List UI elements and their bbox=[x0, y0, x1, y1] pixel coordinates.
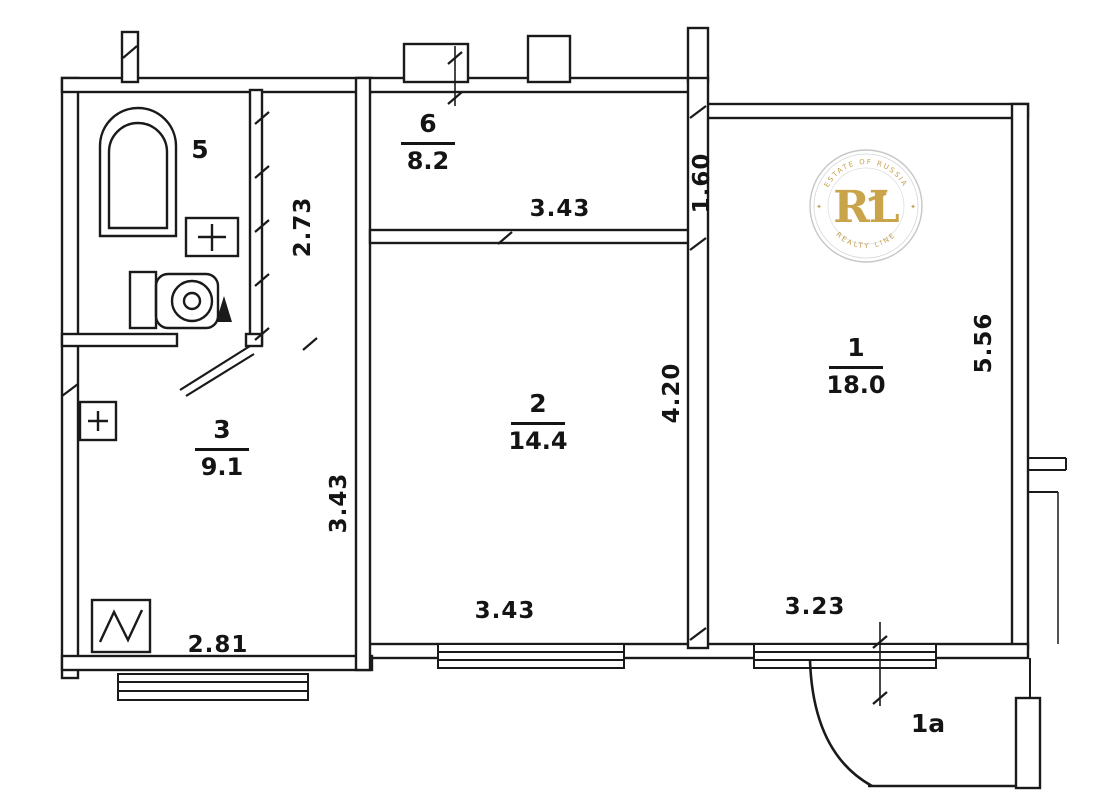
toilet-icon bbox=[128, 270, 232, 330]
room-area: 9.1 bbox=[200, 452, 244, 481]
stove-icon bbox=[90, 598, 152, 654]
balcony-outline bbox=[808, 658, 1042, 790]
logo-star-left-icon: ✦ bbox=[816, 203, 822, 211]
logo-star-right-icon: ✦ bbox=[910, 203, 916, 211]
fraction-bar bbox=[829, 365, 883, 369]
room-area: 14.4 bbox=[508, 426, 568, 455]
dim-room2-top: 3.43 bbox=[529, 196, 591, 222]
dim-room2-bottom: 3.43 bbox=[474, 598, 536, 624]
room-number: 2 bbox=[529, 389, 547, 418]
dimension-ticks bbox=[61, 45, 888, 706]
room-number: 6 bbox=[419, 109, 437, 138]
bathroom-sink-icon bbox=[184, 216, 240, 258]
fraction-bar bbox=[401, 141, 455, 145]
room-3-label: 3 9.1 bbox=[185, 416, 259, 481]
room-5-label: 5 bbox=[178, 136, 222, 164]
logo-text-ring bbox=[827, 167, 905, 245]
window-hatch-bands bbox=[117, 643, 937, 701]
dim-room1-bottom: 3.23 bbox=[784, 594, 846, 620]
dim-bath-wall: 2.73 bbox=[290, 196, 316, 258]
balcony-label: 1a bbox=[898, 710, 958, 738]
dim-room2-side: 4.20 bbox=[659, 362, 685, 424]
right-wall-stubs bbox=[1028, 457, 1067, 644]
watermark-logo: ESTATE OF RUSSIA REALTY LINE ✦ ✦ RL bbox=[806, 146, 926, 266]
bathtub-icon bbox=[98, 106, 178, 238]
hall-sink-icon bbox=[78, 400, 118, 442]
room-area: 8.2 bbox=[406, 146, 450, 175]
interior-walls bbox=[60, 76, 710, 672]
room-area: 18.0 bbox=[826, 370, 886, 399]
room-number: 3 bbox=[213, 415, 231, 444]
dim-inset: 1.60 bbox=[689, 152, 715, 214]
dim-room1-side: 5.56 bbox=[971, 312, 997, 374]
room-number: 5 bbox=[191, 135, 209, 164]
logo-l-crossbar bbox=[868, 191, 887, 202]
fraction-bar bbox=[511, 421, 565, 425]
bathroom-door-leaf bbox=[179, 345, 255, 397]
dim-hall-bottom: 2.81 bbox=[187, 632, 249, 658]
logo-badge: ESTATE OF RUSSIA REALTY LINE ✦ ✦ RL bbox=[809, 149, 923, 263]
fraction-bar bbox=[195, 447, 249, 451]
door-swing-marker bbox=[216, 296, 232, 322]
room-2-label: 2 14.4 bbox=[500, 390, 576, 455]
room-6-label: 6 8.2 bbox=[393, 110, 463, 175]
room-1-label: 1 18.0 bbox=[818, 334, 894, 399]
room-number: 1a bbox=[910, 709, 946, 738]
dim-hall-side: 3.43 bbox=[326, 472, 352, 534]
logo-outer-ring bbox=[809, 149, 923, 263]
logo-initials: RL bbox=[833, 182, 899, 233]
room-number: 1 bbox=[847, 333, 865, 362]
logo-inner-ring bbox=[813, 153, 919, 259]
